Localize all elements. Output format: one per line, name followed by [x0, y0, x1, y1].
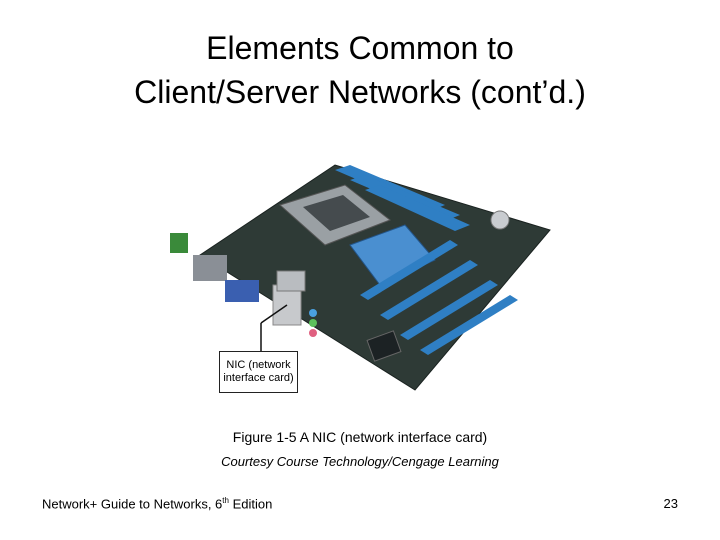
- title-line-2: Client/Server Networks (cont’d.): [134, 74, 586, 110]
- title-line-1: Elements Common to: [206, 30, 514, 66]
- audio-jack-pink: [309, 329, 317, 337]
- footer-book-suffix: Edition: [228, 496, 273, 512]
- vga-port: [193, 255, 227, 281]
- pcie-slot-3: [400, 280, 498, 340]
- footer-book-sup: th: [222, 496, 229, 505]
- ethernet-port: [276, 270, 306, 292]
- audio-jack-green: [309, 319, 317, 327]
- motherboard-image: [170, 164, 551, 391]
- ps2-port: [170, 233, 188, 253]
- heatsink: [349, 224, 436, 286]
- pcie-slot-1: [360, 240, 458, 300]
- nic-callout-label: NIC (network interface card): [219, 351, 298, 393]
- figure-credit: Courtesy Course Technology/Cengage Learn…: [221, 454, 499, 469]
- chipset: [366, 330, 402, 362]
- slide-title: Elements Common to Client/Server Network…: [60, 26, 660, 114]
- cmos-battery: [490, 210, 510, 230]
- pcie-slot-4: [420, 295, 518, 355]
- cpu-socket-center: [303, 195, 370, 231]
- callout-leader-line: [260, 304, 288, 324]
- figure-caption: Figure 1-5 A NIC (network interface card…: [232, 429, 488, 445]
- ram-slot-3: [365, 185, 470, 231]
- footer-book-title: Network+ Guide to Networks, 6th Edition: [42, 496, 272, 511]
- pcie-slot-2: [380, 260, 478, 320]
- dvi-port: [225, 280, 259, 302]
- callout-line-2: interface card): [223, 372, 294, 384]
- footer-book-prefix: Network+ Guide to Networks, 6: [42, 496, 223, 512]
- callout-line-1: NIC (network: [226, 359, 291, 371]
- audio-jack-blue: [309, 309, 317, 317]
- page-number: 23: [663, 496, 678, 511]
